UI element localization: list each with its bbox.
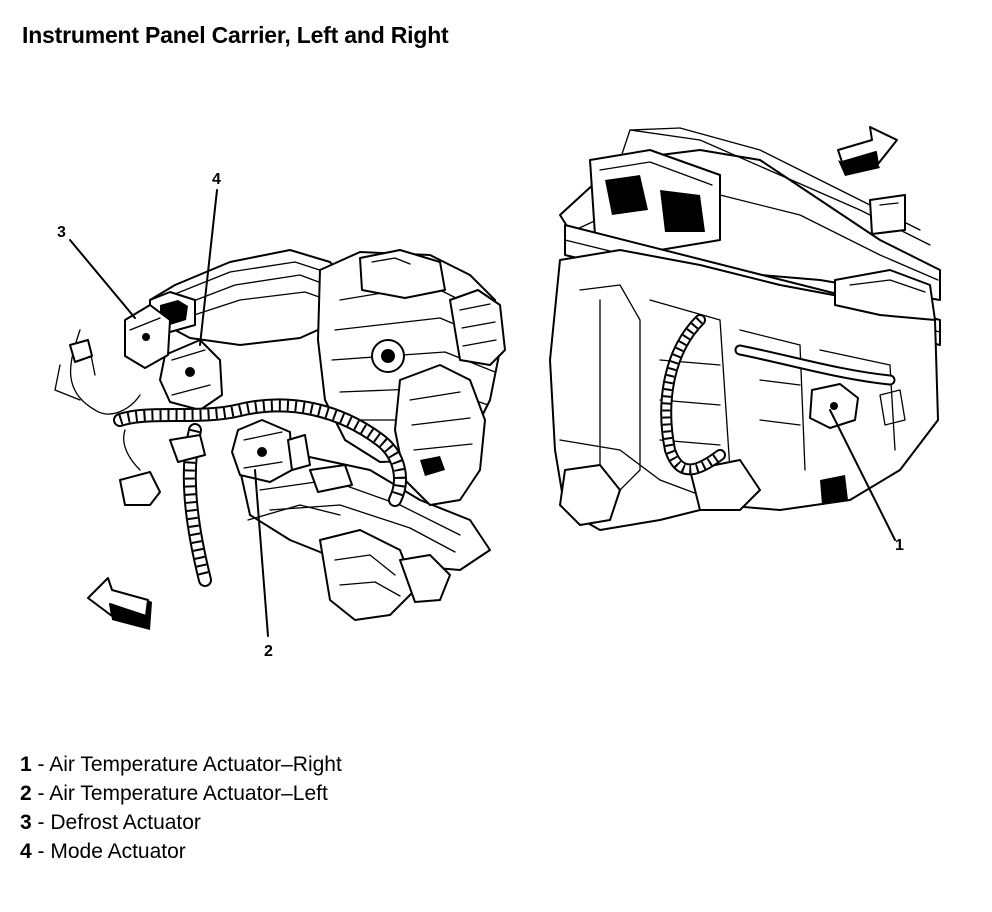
right-instrument-panel-illustration	[549, 127, 941, 531]
legend-separator: -	[31, 782, 50, 805]
legend-separator: -	[31, 840, 51, 863]
legend-text: Defrost Actuator	[50, 811, 201, 834]
legend: 1 - Air Temperature Actuator–Right 2 - A…	[20, 750, 342, 866]
callout-leaders	[69, 189, 896, 637]
callout-1: 1	[895, 537, 904, 554]
legend-separator: -	[31, 811, 51, 834]
legend-number: 1	[20, 753, 32, 776]
diagram-title: Instrument Panel Carrier, Left and Right	[22, 22, 449, 48]
forward-arrow-icon	[837, 126, 898, 176]
legend-item: 2 - Air Temperature Actuator–Left	[20, 779, 342, 808]
legend-number: 2	[20, 782, 32, 805]
legend-item: 4 - Mode Actuator	[20, 837, 342, 866]
legend-number: 4	[20, 840, 32, 863]
callout-2: 2	[264, 643, 273, 660]
legend-item: 1 - Air Temperature Actuator–Right	[20, 750, 342, 779]
legend-number: 3	[20, 811, 32, 834]
legend-text: Air Temperature Actuator–Right	[49, 753, 342, 776]
legend-separator: -	[31, 753, 50, 776]
rearward-arrow-icon	[87, 577, 152, 630]
callout-3: 3	[57, 224, 66, 241]
legend-item: 3 - Defrost Actuator	[20, 808, 342, 837]
callout-4: 4	[212, 171, 221, 188]
legend-text: Air Temperature Actuator–Left	[49, 782, 328, 805]
legend-text: Mode Actuator	[50, 840, 186, 863]
left-hvac-module-illustration	[54, 249, 506, 621]
